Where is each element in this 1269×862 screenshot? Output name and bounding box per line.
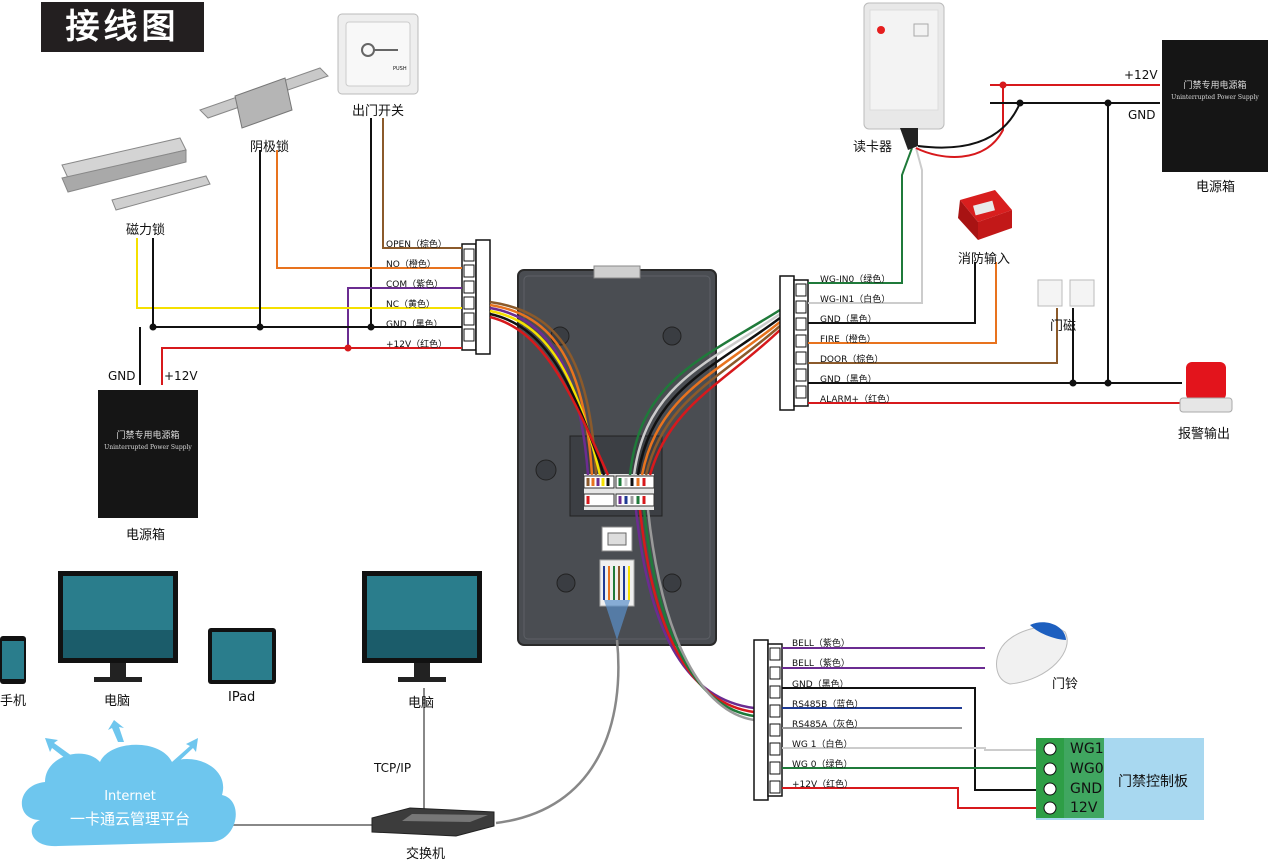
card-reader-label: 读卡器 — [853, 140, 893, 155]
psu-left-box — [98, 390, 198, 518]
phone — [0, 636, 26, 684]
strike-lock — [199, 67, 329, 129]
pc-left-label: 电脑 — [104, 694, 131, 709]
right-terminal-label: FIRE（橙色） — [820, 335, 876, 345]
left-terminal-label: NC（黄色） — [386, 300, 436, 310]
right-terminal-label: GND（黑色） — [820, 375, 877, 385]
bottom-terminal-label: GND（黑色） — [792, 680, 849, 690]
psu-left-title: 门禁专用电源箱 — [116, 431, 180, 441]
bottom-terminal-label: WG 1（白色） — [792, 740, 853, 750]
bottom-terminal-label: RS485A（灰色） — [792, 720, 864, 730]
alarm-light — [1179, 362, 1233, 413]
bottom-terminal-label: +12V（红色） — [792, 780, 854, 790]
controller-pin: GND — [1070, 781, 1103, 797]
psu-right-title: 门禁专用电源箱 — [1183, 81, 1247, 91]
exit-switch — [337, 13, 419, 95]
left-terminal-label: COM（紫色） — [386, 280, 444, 290]
psu-right-box — [1162, 40, 1268, 172]
exit-switch-label: 出门开关 — [352, 104, 405, 119]
cloud-line1: Internet — [104, 789, 156, 804]
right-bundle — [628, 308, 781, 476]
doorbell — [996, 622, 1068, 685]
pc-right-label: 电脑 — [408, 696, 435, 711]
psu-left-text: 门禁专用电源箱 Uninterrupted Power Supply — [98, 390, 198, 451]
exit-switch-push-text: PUSH — [393, 66, 407, 72]
switch-label: 交换机 — [406, 847, 446, 862]
bottom-wires — [782, 647, 1038, 809]
right-junctions — [999, 81, 1112, 387]
right-gnd-label: GND — [1128, 108, 1156, 122]
doorbell-label: 门铃 — [1052, 677, 1079, 692]
access-controller-device — [517, 265, 717, 646]
alarm-output-label: 报警输出 — [1178, 427, 1231, 442]
cloud-line2: 一卡通云管理平台 — [69, 810, 190, 828]
psu-right-subtitle: Uninterrupted Power Supply — [1171, 94, 1259, 101]
door-sensor-label: 门磁 — [1050, 319, 1077, 334]
psu-left-label: 电源箱 — [126, 528, 166, 543]
door-control-board — [1036, 738, 1204, 820]
left-terminal-label: GND（黑色） — [386, 320, 443, 330]
door-sensor — [1037, 279, 1095, 307]
left-12v-label: +12V — [164, 369, 198, 383]
left-terminal-label: NO（橙色） — [386, 260, 436, 270]
fire-input-label: 消防输入 — [958, 252, 1011, 267]
right-terminal-label: ALARM+（红色） — [820, 395, 896, 405]
pc-right — [362, 571, 482, 682]
ipad-label: IPad — [228, 690, 256, 705]
left-terminal-block — [461, 239, 491, 355]
phone-label: 手机 — [0, 694, 27, 709]
bottom-terminal-label: BELL（紫色） — [792, 639, 850, 649]
controller-pin: WG0 — [1070, 761, 1104, 777]
cloud-arrows — [45, 720, 198, 764]
controller-pin: WG1 — [1070, 741, 1104, 757]
right-wires — [808, 84, 1182, 404]
psu-right-text: 门禁专用电源箱 Uninterrupted Power Supply — [1162, 40, 1268, 101]
left-bundle — [489, 300, 610, 476]
strike-lock-label: 阴极锁 — [250, 140, 290, 155]
bottom-terminal-label: BELL（紫色） — [792, 659, 850, 669]
left-terminal-label: OPEN（棕色） — [386, 240, 447, 250]
device-connectors — [583, 475, 655, 507]
left-gnd-label: GND — [108, 369, 136, 383]
bottom-bundle — [634, 509, 755, 722]
card-reader — [863, 2, 945, 150]
controller-label: 门禁控制板 — [1118, 774, 1188, 790]
tcpip-label: TCP/IP — [374, 761, 412, 775]
fire-button — [958, 190, 1012, 240]
right-terminal-block — [779, 275, 809, 411]
ipad — [208, 628, 276, 684]
mag-lock-label: 磁力锁 — [126, 223, 166, 238]
right-terminal-label: WG-IN0（绿色） — [820, 275, 891, 285]
network-switch — [371, 807, 495, 837]
controller-pin: 12V — [1070, 800, 1098, 816]
bottom-terminal-label: RS485B（蓝色） — [792, 700, 864, 710]
page-title: 接线图 — [41, 2, 204, 52]
mag-lock — [61, 137, 211, 211]
bottom-terminal-label: WG 0（绿色） — [792, 760, 853, 770]
right-terminal-label: DOOR（棕色） — [820, 355, 884, 365]
bottom-terminal-block — [753, 639, 783, 801]
right-terminal-label: WG-IN1（白色） — [820, 295, 891, 305]
right-terminal-label: GND（黑色） — [820, 315, 877, 325]
psu-right-label: 电源箱 — [1196, 180, 1236, 195]
left-junctions — [149, 323, 375, 352]
psu-left-subtitle: Uninterrupted Power Supply — [104, 444, 192, 451]
right-12v-label: +12V — [1124, 68, 1158, 82]
cloud — [21, 744, 236, 847]
left-terminal-label: +12V（红色） — [386, 340, 448, 350]
pc-left — [58, 571, 178, 682]
network-cable — [230, 566, 630, 826]
